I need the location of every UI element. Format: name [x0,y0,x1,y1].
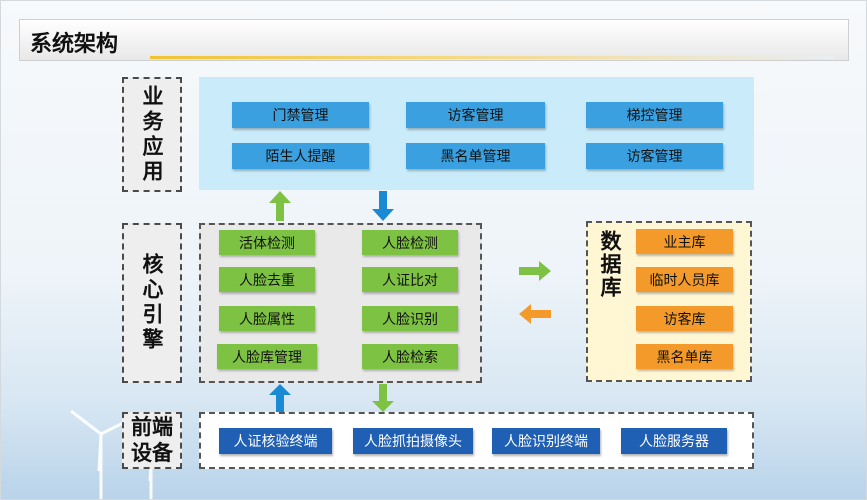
core-engine-box[interactable]: 人脸去重 [219,267,315,292]
core-engine-box[interactable]: 活体检测 [219,230,315,255]
arrow-right-icon [519,261,551,281]
core-engine-box[interactable]: 人证比对 [362,267,458,292]
business-app-box[interactable]: 访客管理 [406,102,545,128]
row-label-business: 业务应用 [122,77,182,192]
core-engine-box[interactable]: 人脸检测 [362,230,458,255]
title-underline [150,56,834,59]
device-box[interactable]: 人证核验终端 [219,428,332,454]
row-label-device-text: 前端设备 [131,415,173,465]
core-engine-box[interactable]: 人脸属性 [219,306,315,331]
arrow-down-icon [372,384,394,412]
row-label-core: 核心引擎 [122,223,182,383]
arrow-left-icon [519,304,551,324]
arrow-up-icon [269,384,291,412]
core-engine-box[interactable]: 人脸检索 [362,344,458,369]
arrow-down-icon [372,191,394,221]
device-box[interactable]: 人脸识别终端 [492,428,600,454]
arrow-up-icon [269,191,291,221]
business-app-box[interactable]: 陌生人提醒 [232,143,369,169]
device-box[interactable]: 人脸服务器 [621,428,727,454]
device-box[interactable]: 人脸抓拍摄像头 [353,428,473,454]
core-engine-box[interactable]: 人脸库管理 [217,344,317,369]
database-label: 数据库 [598,230,622,299]
row-label-device: 前端设备 [122,412,182,469]
core-engine-box[interactable]: 人脸识别 [362,306,458,331]
page-title: 系统架构 [30,32,119,57]
business-app-box[interactable]: 门禁管理 [232,102,369,128]
business-app-box[interactable]: 梯控管理 [586,102,723,128]
row-label-business-text: 业务应用 [140,84,164,185]
database-box[interactable]: 访客库 [636,306,733,331]
business-panel [199,77,754,190]
business-app-box[interactable]: 访客管理 [586,143,723,169]
database-box[interactable]: 业主库 [636,229,733,254]
business-app-box[interactable]: 黑名单管理 [406,143,545,169]
title-bar: 系统架构 [19,19,849,61]
database-box[interactable]: 黑名单库 [636,344,733,369]
row-label-core-text: 核心引擎 [140,253,164,353]
database-box[interactable]: 临时人员库 [636,267,733,292]
